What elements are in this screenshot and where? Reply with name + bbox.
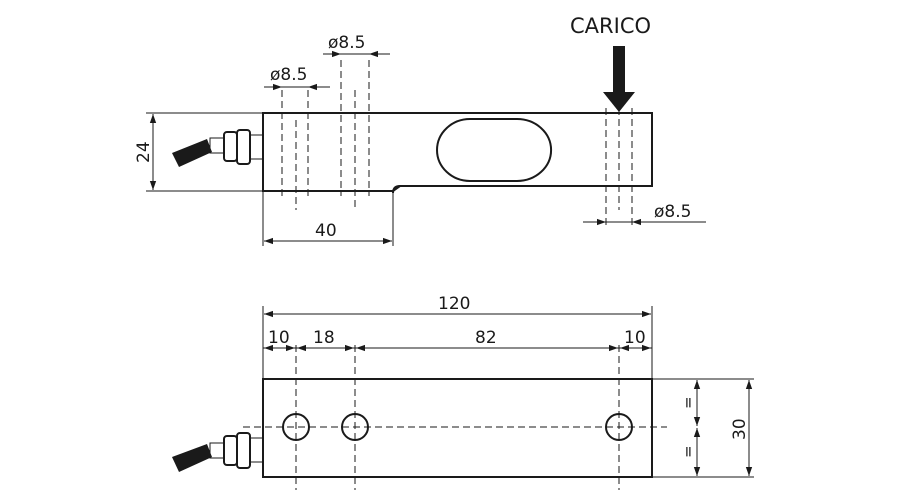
hole-diameter-label-1: ø8.5 [270,65,307,85]
equal-mark-bottom: = [679,445,697,458]
top-cable [172,432,264,472]
mounting-hole-2 [341,413,369,441]
height-label: 24 [134,141,154,163]
side-view: ø8.5 ø8.5 ø8.5 CARICO 24 [134,14,706,246]
top-view: 120 10 18 82 10 30 [172,294,754,490]
mounting-hole-1 [282,413,310,441]
hole-dim-3: ø8.5 [583,202,706,226]
edge-offset-right-label: 10 [624,328,646,348]
width-label: 30 [730,418,750,440]
hole-dim-1: ø8.5 [264,65,330,91]
top-body-outline [262,378,653,478]
overall-length-dim: 120 [262,294,653,379]
hole-distance-label: 82 [475,328,497,348]
load-arrow: CARICO [570,14,651,112]
equal-mark-top: = [679,396,697,409]
hole-dim-2: ø8.5 [323,33,390,58]
step-length-label: 40 [315,221,337,241]
side-slot [436,118,553,182]
width-dim: 30 [652,378,754,478]
side-hole-lines [281,60,633,226]
side-cable [172,129,264,167]
hole-spacing-label: 18 [313,328,335,348]
step-length-dim: 40 [262,191,394,246]
hole-position-dims: 10 18 82 10 [263,328,652,352]
height-dim: 24 [134,112,262,192]
overall-length-label: 120 [438,294,470,314]
load-label: CARICO [570,14,651,38]
edge-offset-left-label: 10 [268,328,290,348]
hole-diameter-label-3: ø8.5 [654,202,691,222]
hole-diameter-label-2: ø8.5 [328,33,365,53]
load-hole [605,413,633,441]
equal-halves-dim: = = [679,380,701,476]
